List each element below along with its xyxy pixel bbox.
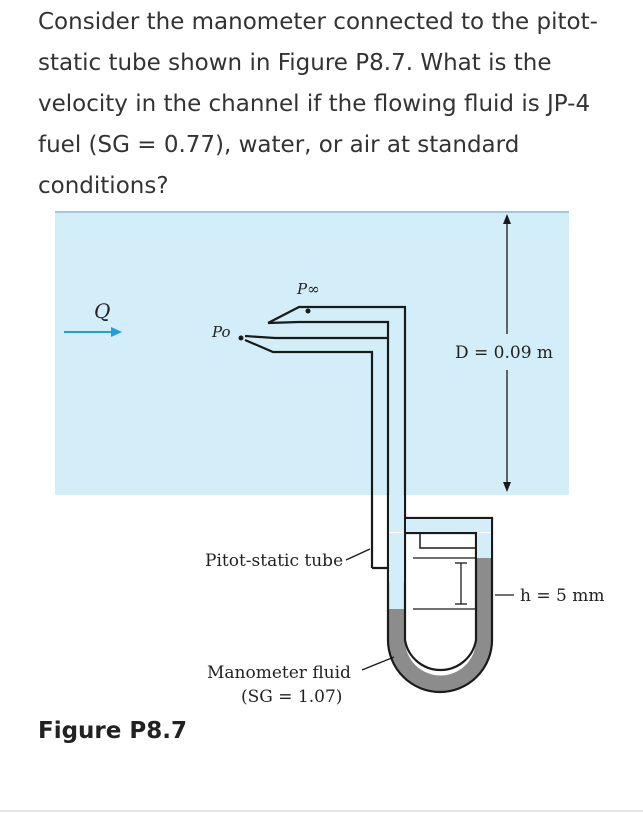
stagnation-point	[238, 335, 244, 341]
height-dimension	[413, 557, 514, 610]
pitot-leader-line	[345, 548, 371, 561]
manometer-leader-line	[361, 656, 395, 671]
stagnation-pressure-label: Po	[211, 323, 231, 341]
figure-caption: Figure P8.7	[38, 718, 187, 744]
static-pressure-label: P∞	[296, 280, 320, 298]
depth-label: D = 0.09 m	[455, 343, 553, 363]
depth-dimension	[503, 214, 511, 492]
u-tube-manometer	[386, 533, 494, 694]
tube-right-leg-fill	[477, 533, 491, 558]
connecting-tubes	[386, 518, 478, 582]
flow-label: Q	[94, 299, 110, 323]
pitot-tube-label: Pitot-static tube	[205, 551, 343, 571]
pitot-static-tube	[244, 305, 494, 570]
manometer-sg-label: (SG = 1.07)	[241, 687, 342, 707]
tube-channel-fill	[389, 495, 404, 532]
tube-right-fill	[406, 519, 491, 532]
question-text: Consider the manometer connected to the …	[38, 9, 598, 199]
channel-fluid	[55, 212, 569, 495]
flow-arrow	[64, 327, 122, 337]
manometer-fluid-label: Manometer fluid	[207, 663, 351, 683]
tube-left-leg-fill	[389, 533, 404, 609]
static-port	[305, 308, 311, 314]
card-bottom-border	[0, 810, 643, 812]
height-label: h = 5 mm	[520, 586, 604, 606]
